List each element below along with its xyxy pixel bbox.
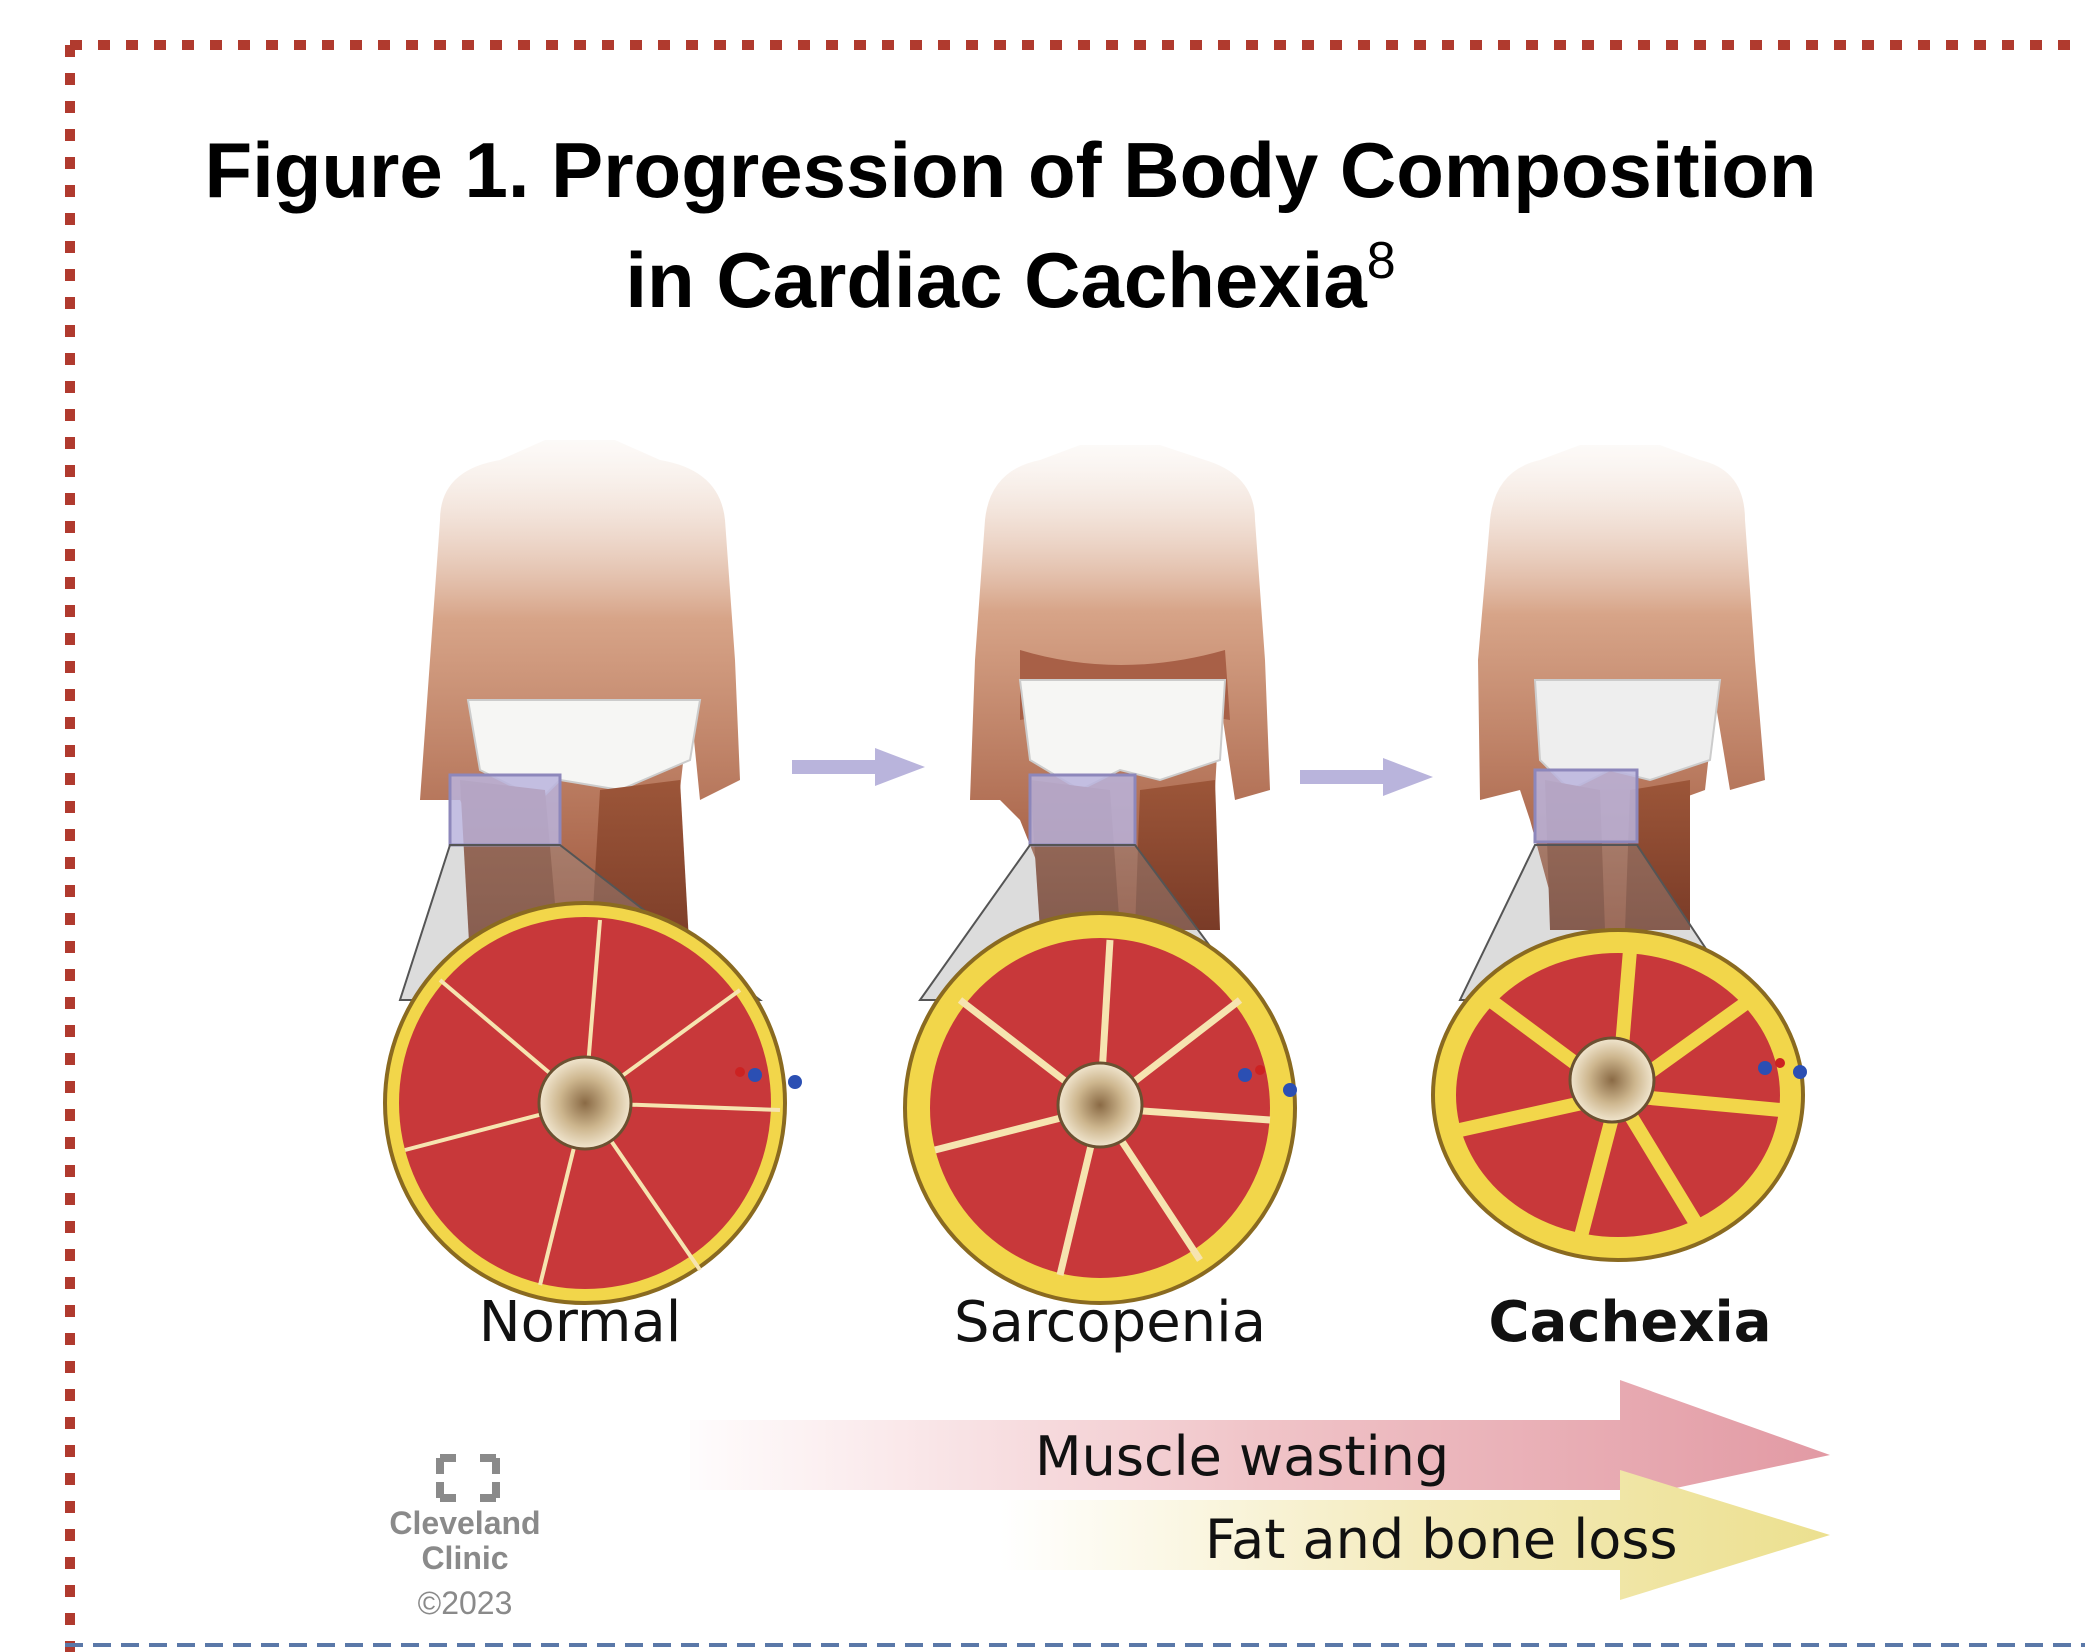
- stage-label-normal: Normal: [370, 1290, 790, 1355]
- progression-arrow-1: [792, 748, 925, 786]
- figure-title-line1: Figure 1. Progression of Body Compositio…: [0, 125, 2053, 216]
- stage-label-cachexia: Cachexia: [1420, 1290, 1840, 1355]
- cross-section-normal: [385, 903, 802, 1303]
- figure-title-line2-text: in Cardiac Cachexia: [625, 236, 1366, 324]
- stage-label-sarcopenia: Sarcopenia: [900, 1290, 1320, 1355]
- logo-name-line1: Cleveland: [365, 1505, 565, 1541]
- fat-bone-loss-label: Fat and bone loss: [1205, 1508, 1678, 1571]
- figure-title-line2: in Cardiac Cachexia8: [0, 235, 2053, 326]
- progression-arrow-2: [1300, 758, 1433, 796]
- cross-section-sarcopenia: [905, 913, 1297, 1303]
- logo-name-line2: Clinic: [365, 1540, 565, 1576]
- cross-section-cachexia: [1433, 930, 1807, 1260]
- logo-copyright: ©2023: [365, 1585, 565, 1621]
- cleveland-clinic-logo-icon: [440, 1458, 496, 1498]
- muscle-wasting-label: Muscle wasting: [1035, 1425, 1449, 1488]
- title-reference-superscript: 8: [1367, 232, 1396, 290]
